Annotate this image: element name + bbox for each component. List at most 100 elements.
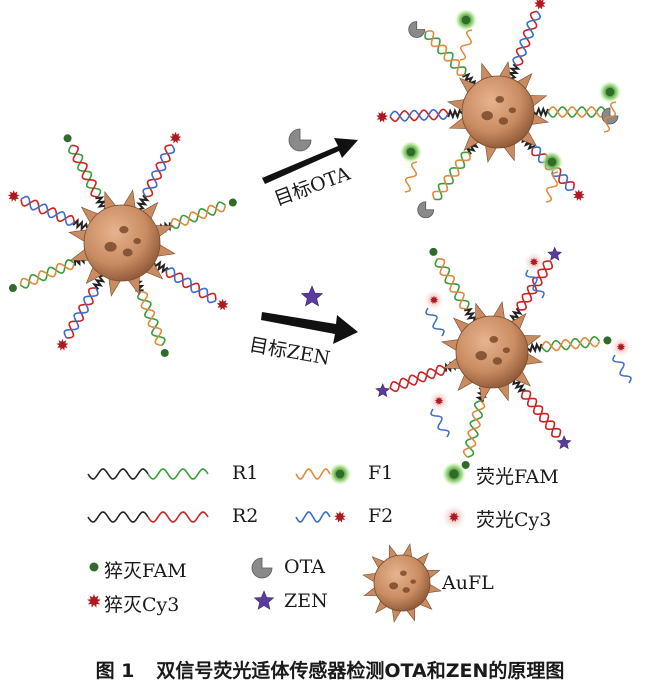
fluorescent-fam-dot <box>605 87 615 97</box>
complementary-strand <box>547 106 607 118</box>
legend-r2-red <box>147 511 209 523</box>
quenched-fam-dot <box>89 562 99 572</box>
fluorescent-fam-dot <box>547 157 557 167</box>
ota-response-assembly <box>376 0 621 219</box>
fluorescent-cy3-marker <box>449 512 459 522</box>
quenched-cy3-marker <box>334 511 346 523</box>
legend-r1-black <box>87 468 149 480</box>
released-f1-strand <box>404 161 418 193</box>
quenched-cy3-marker <box>216 298 229 311</box>
nanoflower-core <box>461 75 535 149</box>
quenched-fam-dot <box>429 247 438 256</box>
nanoflower-pore <box>410 579 417 584</box>
fluorescent-cy3-marker <box>429 295 439 304</box>
zen-star <box>253 590 275 610</box>
legend-quenched-cy3-label: 猝灭Cy3 <box>104 594 180 616</box>
complementary-strand <box>432 152 471 200</box>
nanoflower-pore <box>475 350 487 361</box>
complementary-strand <box>140 290 163 347</box>
complementary-strand <box>541 336 601 352</box>
complementary-strand <box>165 267 217 304</box>
released-f2-strand <box>430 408 450 438</box>
nanoflower-ota <box>447 61 549 163</box>
released-f2-strand <box>425 307 445 337</box>
nanoflower-core <box>83 204 161 282</box>
quenched-fam-dot <box>63 134 72 143</box>
released-f1-strand <box>459 29 473 61</box>
legend-nanoflower <box>362 543 442 623</box>
nanoflower-core <box>373 554 431 612</box>
linker <box>512 379 526 393</box>
quenched-cy3-marker <box>534 0 546 10</box>
complementary-strand <box>20 195 75 227</box>
nanoflower-pore <box>400 570 407 576</box>
complementary-strand <box>523 390 560 438</box>
arrow-ota <box>262 138 358 184</box>
linker <box>447 108 463 120</box>
fluorescent-cy3-marker <box>529 257 539 266</box>
figure-title: 双信号荧光适体传感器检测OTA和ZEN的原理图 <box>156 660 565 682</box>
ota-molecule <box>288 128 312 152</box>
zen-star <box>556 435 572 450</box>
quenched-cy3-marker <box>572 189 585 201</box>
zen-star <box>547 246 563 261</box>
released-f2-strand <box>525 269 545 299</box>
nanoflower-pore <box>492 357 503 365</box>
complementary-strand <box>437 258 467 310</box>
nanoflower-pore <box>389 582 399 590</box>
fluorescent-fam-dot <box>406 147 416 157</box>
quenched-cy3-marker <box>87 594 101 608</box>
legend-fam-label: 荧光FAM <box>476 466 559 488</box>
released-f1-strand <box>545 171 559 203</box>
legend-f2-strand <box>295 511 331 523</box>
fluorescent-fam-dot <box>461 15 471 25</box>
ota-molecule <box>601 107 619 125</box>
quenched-fam-dot <box>160 348 169 357</box>
fluorescent-fam-dot <box>335 469 345 479</box>
legend-graphics <box>87 462 466 610</box>
complementary-strand <box>19 262 75 286</box>
legend-r2-black <box>87 511 149 523</box>
nanoflower-pore <box>489 335 499 343</box>
ota-molecule <box>251 557 273 579</box>
complementary-strand <box>142 144 176 198</box>
linker <box>462 72 477 86</box>
zen-star <box>300 285 324 307</box>
linker <box>533 106 549 118</box>
fluorescent-cy3-marker <box>434 396 444 405</box>
quenched-fam-dot <box>603 336 612 345</box>
nanoflower-core <box>455 315 529 389</box>
linker <box>507 63 521 80</box>
quenched-cy3-marker <box>169 131 182 144</box>
nanoflower-pore <box>402 587 410 593</box>
quenched-cy3-marker <box>56 338 69 351</box>
linker <box>527 341 543 354</box>
complementary-strand <box>63 287 99 339</box>
complementary-strand <box>389 368 446 389</box>
nanoflower-pore <box>122 248 133 257</box>
quenched-cy3-marker <box>7 190 20 202</box>
complementary-strand <box>425 30 465 77</box>
released-f2-strand <box>612 354 632 384</box>
legend-r1-green <box>147 468 209 480</box>
complementary-strand <box>512 10 542 66</box>
ota-molecule <box>417 201 435 219</box>
zen-star <box>375 383 391 398</box>
figure-number: 图 1 <box>95 660 135 682</box>
legend-f2-label: F2 <box>368 505 394 527</box>
fluorescent-fam-dot <box>449 469 459 479</box>
released-f1-strand <box>603 101 617 133</box>
nanoflower-pore <box>481 110 493 121</box>
nanoflower-pore <box>495 95 505 103</box>
complementary-strand <box>462 400 486 458</box>
legend-ota-label: OTA <box>284 556 325 578</box>
complementary-strand <box>71 144 99 198</box>
quenched-cy3-marker <box>376 110 388 123</box>
legend-f1-strand <box>295 468 331 480</box>
complementary-strand <box>389 108 449 122</box>
legend-f1-label: F1 <box>368 462 394 484</box>
legend-quenched-fam-label: 猝灭FAM <box>104 560 187 582</box>
nanoflower-pore <box>104 241 117 252</box>
linker <box>521 137 536 151</box>
